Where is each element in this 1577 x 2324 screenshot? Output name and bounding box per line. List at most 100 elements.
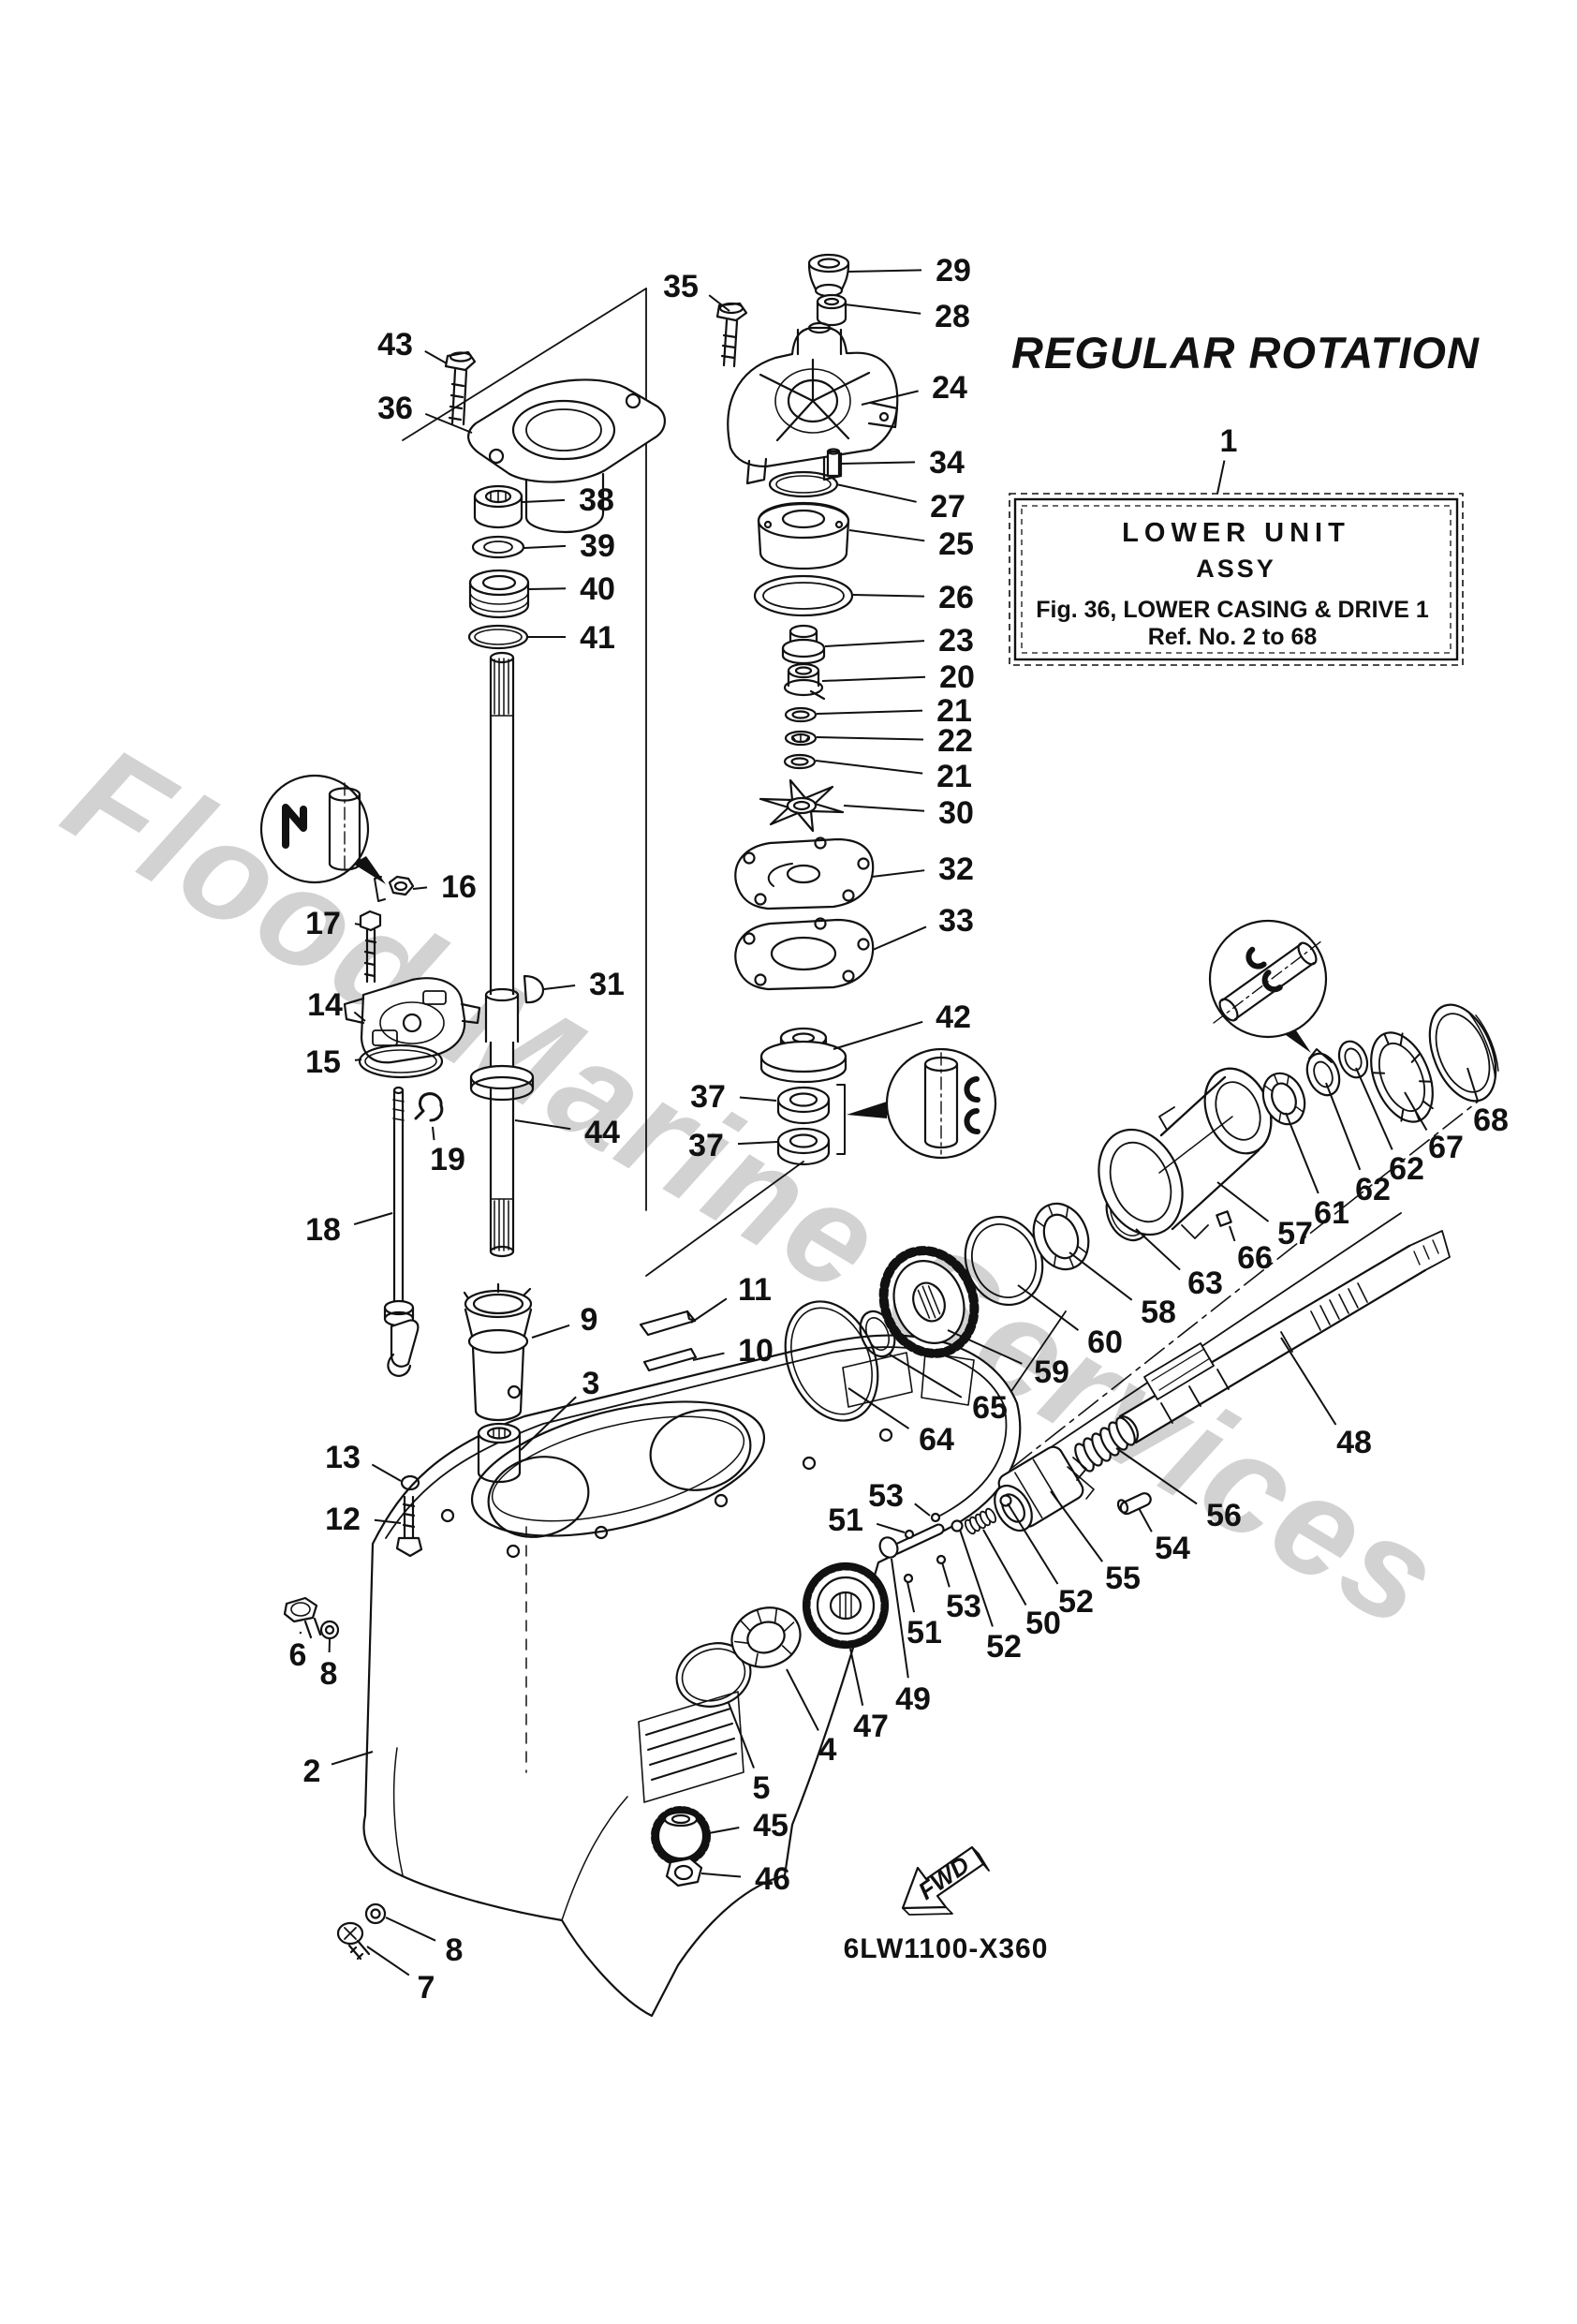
part-number-62: 62	[1355, 1172, 1391, 1207]
leader-line-38	[522, 498, 566, 503]
part-number-41: 41	[580, 620, 615, 656]
part-number-51: 51	[828, 1502, 863, 1538]
leader-line-62	[1325, 1082, 1362, 1171]
part-label-19: 19	[430, 1126, 465, 1177]
fwd-arrow	[901, 1845, 990, 1916]
part-label-49: 49	[891, 1558, 931, 1717]
leader-line-31	[543, 984, 576, 990]
water-pump-group	[715, 253, 899, 1166]
diagram-title: REGULAR ROTATION	[1011, 328, 1480, 377]
part-label-9: 9	[531, 1302, 597, 1339]
part-number-3: 3	[582, 1366, 600, 1401]
part-number-42: 42	[936, 999, 971, 1035]
leader-line-42	[833, 1020, 923, 1050]
leader-line-22	[816, 736, 924, 741]
part-number-60: 60	[1087, 1325, 1123, 1360]
part-number-8: 8	[446, 1932, 464, 1968]
part-label-47: 47	[849, 1648, 889, 1744]
leader-line-65	[889, 1354, 963, 1399]
part-number-43: 43	[377, 327, 413, 363]
part-number-18: 18	[305, 1212, 341, 1248]
leader-line-43	[424, 349, 448, 364]
part-label-60: 60	[1017, 1284, 1123, 1360]
part-number-53: 53	[868, 1478, 904, 1514]
part-number-16: 16	[441, 869, 477, 905]
leader-line-15	[354, 1058, 362, 1061]
part-number-28: 28	[935, 299, 970, 334]
leader-line-2	[331, 1751, 374, 1766]
part-number-53: 53	[946, 1589, 981, 1624]
callout-fig-line: Fig. 36, LOWER CASING & DRIVE 1	[1036, 597, 1429, 623]
part-number-26: 26	[938, 580, 974, 615]
leader-line-52	[1007, 1502, 1059, 1585]
part-number-21: 21	[936, 759, 972, 794]
part-number-29: 29	[936, 253, 971, 289]
part-number-56: 56	[1206, 1498, 1242, 1533]
part-number-30: 30	[938, 795, 974, 831]
leader-line-44	[514, 1119, 571, 1131]
part-label-32: 32	[871, 851, 974, 887]
part-number-64: 64	[919, 1422, 954, 1458]
part-number-65: 65	[972, 1390, 1008, 1426]
part-number-21: 21	[936, 693, 972, 729]
part-number-35: 35	[663, 269, 699, 304]
leader-line-50	[982, 1529, 1027, 1606]
part-label-40: 40	[528, 571, 615, 607]
part-label-3: 3	[520, 1366, 600, 1451]
assembly-callout-box: LOWER UNIT ASSY Fig. 36, LOWER CASING & …	[1009, 493, 1464, 666]
part-label-7: 7	[366, 1946, 435, 2006]
leader-line-3	[520, 1396, 577, 1451]
leader-line-40	[528, 587, 567, 590]
leader-line-16	[412, 886, 428, 890]
part-label-56: 56	[1115, 1447, 1242, 1533]
leader-line-9	[531, 1324, 570, 1339]
part-label-38: 38	[522, 482, 614, 518]
leader-line-37	[737, 1141, 778, 1146]
part-number-52: 52	[986, 1629, 1022, 1665]
part-label-20: 20	[821, 659, 975, 695]
part-label-35: 35	[663, 269, 730, 312]
callout-title-line2: ASSY	[1196, 555, 1276, 583]
part-labels-layer: 1234567889101112131415161718192021222123…	[289, 253, 1509, 2006]
part-label-51: 51	[906, 1581, 942, 1650]
part-number-54: 54	[1155, 1531, 1190, 1566]
part-label-11: 11	[690, 1272, 772, 1324]
leader-line-37	[739, 1096, 777, 1102]
part-number-52: 52	[1058, 1584, 1094, 1620]
part-label-33: 33	[872, 903, 974, 951]
leader-line-46	[700, 1873, 742, 1878]
leader-line-7	[366, 1946, 410, 1976]
part-label-41: 41	[528, 620, 615, 656]
leader-line-19	[432, 1126, 435, 1141]
leader-line-51	[876, 1522, 906, 1533]
part-label-13: 13	[325, 1440, 402, 1482]
part-number-31: 31	[589, 967, 625, 1002]
part-number-67: 67	[1428, 1130, 1464, 1165]
part-label-58: 58	[1069, 1251, 1176, 1330]
leader-line-29	[847, 269, 922, 273]
part-label-8: 8	[385, 1917, 464, 1968]
part-label-62: 62	[1355, 1067, 1424, 1187]
part-number-51: 51	[906, 1615, 942, 1650]
part-number-32: 32	[938, 851, 974, 887]
part-number-20: 20	[939, 659, 975, 695]
casing-parts-group	[283, 1282, 890, 1961]
part-label-42: 42	[833, 999, 971, 1050]
part-label-46: 46	[700, 1861, 790, 1897]
part-number-24: 24	[932, 370, 967, 406]
detail-circle-pin-right	[1208, 919, 1333, 1063]
part-number-45: 45	[753, 1808, 788, 1843]
part-label-68: 68	[1466, 1067, 1509, 1138]
leader-line-63	[1135, 1228, 1181, 1271]
part-number-27: 27	[930, 489, 965, 525]
part-number-15: 15	[305, 1044, 341, 1080]
part-label-52: 52	[1007, 1502, 1094, 1620]
part-label-62: 62	[1325, 1082, 1391, 1207]
leader-line-17	[354, 923, 361, 925]
part-number-33: 33	[938, 903, 974, 939]
leader-line-35	[708, 294, 730, 312]
leader-line-57	[1216, 1181, 1270, 1222]
part-label-43: 43	[377, 327, 448, 364]
part-label-16: 16	[412, 869, 477, 905]
